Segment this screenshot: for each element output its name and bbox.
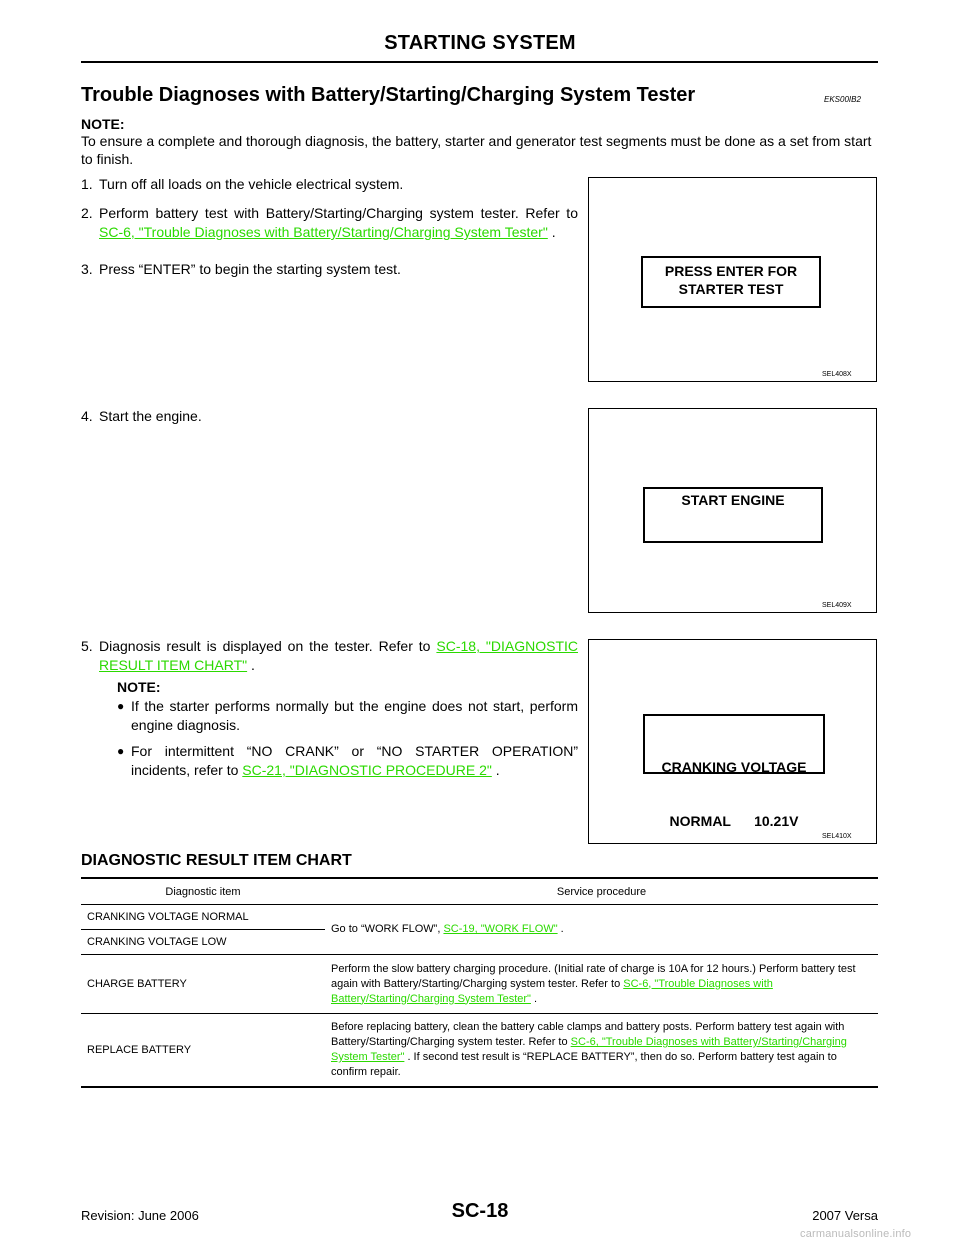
- service-procedure-cell: Before replacing battery, clean the batt…: [325, 1013, 878, 1088]
- link-sc-18[interactable]: SC-18, "DIAGNOSTIC RESULT ITEM CHART": [99, 638, 578, 673]
- display-line-1: PRESS ENTER FOR: [664, 263, 798, 279]
- display-line-1: CRANKING VOLTAGE: [661, 759, 807, 775]
- procedure-text-b: .: [530, 992, 538, 1005]
- figure-code: SEL408X: [822, 371, 852, 378]
- header-divider: [81, 61, 878, 63]
- bullet-icon: ●: [117, 699, 125, 713]
- diagnostic-item-cell: REPLACE BATTERY: [81, 1013, 325, 1088]
- step-text-b: .: [547, 224, 556, 240]
- diagnostic-result-table: Diagnostic item Service procedure CRANKI…: [81, 877, 878, 1088]
- bullet-text: For intermittent “NO CRANK” or “NO START…: [131, 742, 578, 780]
- link-sc-6[interactable]: SC-6, "Trouble Diagnoses with Battery/St…: [331, 1036, 847, 1063]
- footer-model: 2007 Versa: [812, 1208, 878, 1223]
- tester-display: START ENGINE: [643, 487, 823, 543]
- figure-code: SEL410X: [822, 833, 852, 840]
- step-number: 2.: [81, 205, 93, 221]
- step-text-a: Perform battery test with Battery/Starti…: [99, 205, 578, 221]
- chart-title: DIAGNOSTIC RESULT ITEM CHART: [81, 852, 352, 869]
- step-text: Turn off all loads on the vehicle electr…: [99, 176, 404, 192]
- table-row: REPLACE BATTERY Before replacing battery…: [81, 1013, 878, 1088]
- bullet-text-b: .: [491, 762, 500, 778]
- bullet-text-a: For intermittent “NO CRANK” or “NO START…: [131, 743, 578, 778]
- note-text: To ensure a complete and thorough diagno…: [81, 133, 872, 167]
- step-text: Diagnosis result is displayed on the tes…: [99, 637, 578, 675]
- column-header-procedure: Service procedure: [325, 877, 878, 905]
- section-title: Trouble Diagnoses with Battery/Starting/…: [81, 84, 696, 106]
- procedure-text-a: Perform the slow battery charging proced…: [331, 962, 856, 990]
- step-4: 4. Start the engine.: [81, 407, 578, 426]
- link-sc-19[interactable]: SC-19, "WORK FLOW": [443, 923, 558, 935]
- figure-code: SEL409X: [822, 602, 852, 609]
- figure-start-engine-prompt: START ENGINE SEL409X: [588, 408, 877, 613]
- note-label: NOTE:: [81, 116, 125, 132]
- service-procedure-cell: Perform the slow battery charging proced…: [325, 954, 878, 1014]
- column-header-item: Diagnostic item: [81, 877, 325, 905]
- step-5: 5. Diagnosis result is displayed on the …: [81, 637, 578, 677]
- step-text: Start the engine.: [99, 408, 202, 424]
- step-text: Press “ENTER” to begin the starting syst…: [99, 261, 401, 277]
- table-row: CHARGE BATTERY Perform the slow battery …: [81, 954, 878, 1014]
- link-sc-21[interactable]: SC-21, "DIAGNOSTIC PROCEDURE 2": [242, 762, 492, 778]
- display-line-2: STARTER TEST: [678, 281, 784, 297]
- step-note-label: NOTE:: [117, 679, 161, 695]
- footer-revision: Revision: June 2006: [81, 1208, 199, 1223]
- step-number: 1.: [81, 176, 93, 192]
- note-bullet-2: ● For intermittent “NO CRANK” or “NO STA…: [117, 742, 578, 799]
- link-sc-6[interactable]: SC-6, "Trouble Diagnoses with Battery/St…: [331, 977, 773, 1005]
- table-header-row: Diagnostic item Service procedure: [81, 877, 878, 905]
- footer-page-number: SC-18: [451, 1200, 509, 1222]
- step-2: 2. Perform battery test with Battery/Sta…: [81, 204, 578, 261]
- procedure-text-a: Go to “WORK FLOW”,: [331, 923, 444, 935]
- table-row: CRANKING VOLTAGE NORMAL Go to “WORK FLOW…: [81, 904, 878, 955]
- display-line-1: START ENGINE: [681, 492, 785, 508]
- diagnostic-item-cell: CRANKING VOLTAGE NORMAL: [81, 904, 325, 930]
- note-bullet-1: ● If the starter performs normally but t…: [117, 697, 578, 737]
- step-number: 4.: [81, 408, 93, 424]
- procedure-text-b: . If second test result is “REPLACE BATT…: [331, 1051, 837, 1078]
- bullet-text: If the starter performs normally but the…: [131, 698, 578, 733]
- step-3: 3. Press “ENTER” to begin the starting s…: [81, 260, 578, 279]
- table-row: CRANKING VOLTAGE LOW: [81, 929, 878, 955]
- step-text: Perform battery test with Battery/Starti…: [99, 204, 578, 242]
- procedure-text-a: Before replacing battery, clean the batt…: [331, 1021, 845, 1048]
- tester-display: PRESS ENTER FOR STARTER TEST: [641, 256, 821, 308]
- display-line-2: NORMAL 10.21V: [669, 813, 799, 829]
- bullet-icon: ●: [117, 744, 125, 758]
- step-1: 1. Turn off all loads on the vehicle ele…: [81, 175, 578, 194]
- page-header-title: STARTING SYSTEM: [384, 32, 576, 54]
- step-text-b: .: [247, 657, 255, 673]
- figure-cranking-voltage-result: CRANKING VOLTAGE NORMAL 10.21V SEL410X: [588, 639, 877, 844]
- step-number: 3.: [81, 261, 93, 277]
- diagnostic-item-cell: CRANKING VOLTAGE LOW: [81, 929, 325, 955]
- step-text-a: Diagnosis result is displayed on the tes…: [99, 638, 437, 654]
- diagnostic-item-cell: CHARGE BATTERY: [81, 954, 325, 1014]
- step-number: 5.: [81, 638, 93, 654]
- watermark: carmanualsonline.info: [800, 1228, 912, 1240]
- tester-display: CRANKING VOLTAGE NORMAL 10.21V: [643, 714, 825, 829]
- service-procedure-cell: Go to “WORK FLOW”, SC-19, "WORK FLOW" .: [325, 904, 878, 955]
- link-sc-6[interactable]: SC-6, "Trouble Diagnoses with Battery/St…: [99, 224, 548, 240]
- section-code: EKS00IB2: [824, 95, 861, 104]
- procedure-text-b: .: [557, 923, 564, 935]
- figure-starter-test-prompt: PRESS ENTER FOR STARTER TEST SEL408X: [588, 177, 877, 382]
